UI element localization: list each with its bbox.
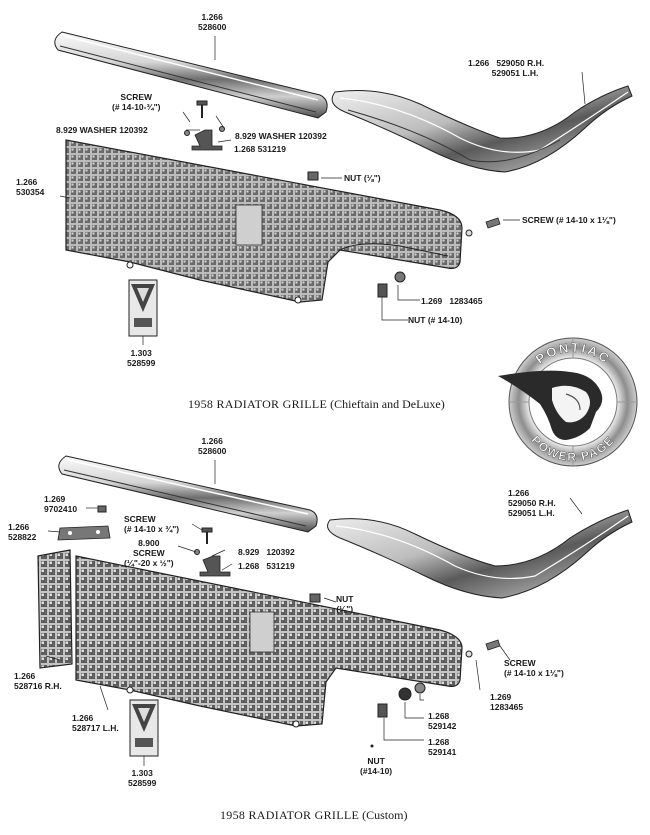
label-nut-retainer-1: 1.269 1283465 [421, 296, 483, 306]
label-grille-lh-2: 1.266 528717 L.H. [72, 713, 119, 733]
label-washer-left-1: 8.929 WASHER 120392 [56, 125, 148, 135]
leaders-1 [59, 36, 586, 345]
caption-1-main: 1958 RADIATOR GRILLE [188, 397, 328, 411]
label-grille-rh-2: 1.266 528716 R.H. [14, 671, 62, 691]
label-washer-right-1: 8.929 WASHER 120392 [235, 131, 327, 141]
label-screw-top-2: SCREW (# 14-10 x ¾") [124, 514, 180, 534]
label-top-molding-2: 1.266 528600 [198, 436, 227, 456]
corner-molding-2 [327, 509, 633, 599]
label-emblem-1: 1.303 528599 [127, 348, 156, 368]
leaders-2 [45, 460, 583, 766]
corner-molding-1 [331, 85, 633, 173]
label-corner-molding-2: 1.266 529050 R.H. 529051 L.H. [508, 488, 556, 518]
grille-end-rh [37, 549, 73, 669]
label-grommet-b-2: 1.268 529141 [428, 737, 457, 757]
caption-1-sub: (Chieftain and DeLuxe) [330, 397, 445, 411]
label-top-molding-1: 1.266 528600 [198, 12, 227, 32]
label-clip-2: 1.269 9702410 [44, 494, 78, 514]
bracket-2 [194, 527, 231, 577]
label-screw-small-2: 8.900 SCREW (¼"-20 x ½") [124, 538, 174, 568]
emblem-1 [128, 279, 158, 337]
grille-1 [65, 139, 463, 304]
label-plate-2: 1.266 528822 [8, 522, 37, 542]
caption-diagram-2: 1958 RADIATOR GRILLE (Custom) [220, 808, 407, 823]
label-nut-top-1: NUT (⅛") [344, 173, 381, 183]
hardware-2 [309, 593, 501, 748]
bracket-1 [184, 100, 225, 151]
label-bracket-2: 1.268 531219 [238, 561, 295, 571]
label-nut-bottom-1: NUT (# 14-10) [408, 315, 463, 325]
label-screw-top-1: SCREW (# 14-10-¾") [112, 92, 161, 112]
label-bracket-1: 1.268 531219 [234, 144, 286, 154]
label-nut-top-2: NUT (⅛") [336, 594, 354, 614]
label-grommet-a-2: 1.268 529142 [428, 711, 457, 731]
label-grille-1: 1.266 530354 [16, 177, 45, 197]
label-screw-side-2: SCREW (# 14-10 x 1⅛") [504, 658, 564, 678]
pontiac-logo: PONTIAC POWER PAGE [498, 337, 638, 467]
label-nut-bottom-2: NUT (#14-10) [360, 756, 393, 776]
caption-2-main: 1958 RADIATOR GRILLE [220, 808, 360, 822]
caption-2-sub: (Custom) [362, 808, 408, 822]
label-screw-side-1: SCREW (# 14-10 x 1⅛") [522, 215, 616, 225]
caption-diagram-1: 1958 RADIATOR GRILLE (Chieftain and DeLu… [188, 397, 445, 412]
hardware-1 [307, 171, 501, 298]
label-emblem-2: 1.303 528599 [128, 768, 157, 788]
grille-2 [75, 555, 463, 728]
label-corner-molding-1: 1.266 529050 R.H. 529051 L.H. [468, 58, 545, 78]
top-molding-1 [54, 31, 328, 119]
label-retainer-2: 1.269 1283465 [490, 692, 524, 712]
diagram2-parts [37, 455, 633, 766]
top-molding-2 [58, 455, 318, 533]
diagram1-parts [54, 31, 633, 345]
emblem-2 [129, 699, 159, 757]
plate-2 [57, 505, 111, 541]
label-washer-2: 8.929 120392 [238, 547, 295, 557]
